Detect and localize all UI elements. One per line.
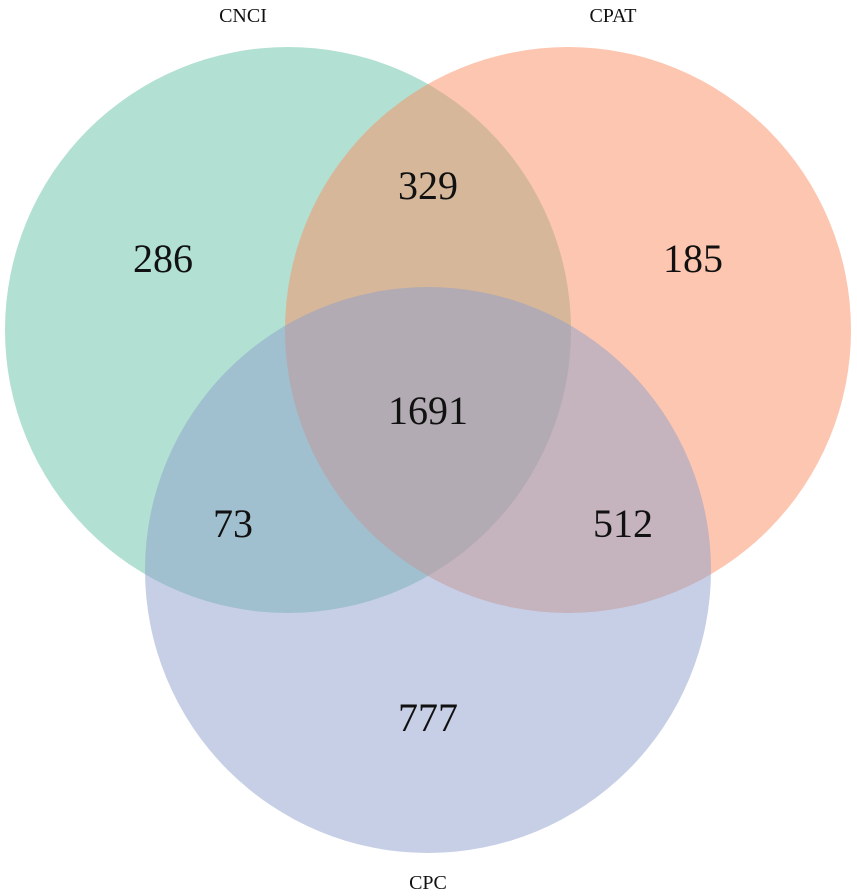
cnci-cpc-count: 73 bbox=[213, 501, 253, 546]
cpc-only-count: 777 bbox=[398, 695, 458, 740]
cpat-only-count: 185 bbox=[663, 236, 723, 281]
cpc-circle bbox=[145, 287, 711, 853]
cnci-only-count: 286 bbox=[133, 236, 193, 281]
cnci-label: CNCI bbox=[219, 5, 267, 27]
cpat-label: CPAT bbox=[589, 5, 636, 27]
cnci-cpat-count: 329 bbox=[398, 163, 458, 208]
all-three-count: 1691 bbox=[388, 388, 468, 433]
cpc-label: CPC bbox=[409, 872, 447, 894]
cpat-cpc-count: 512 bbox=[593, 501, 653, 546]
